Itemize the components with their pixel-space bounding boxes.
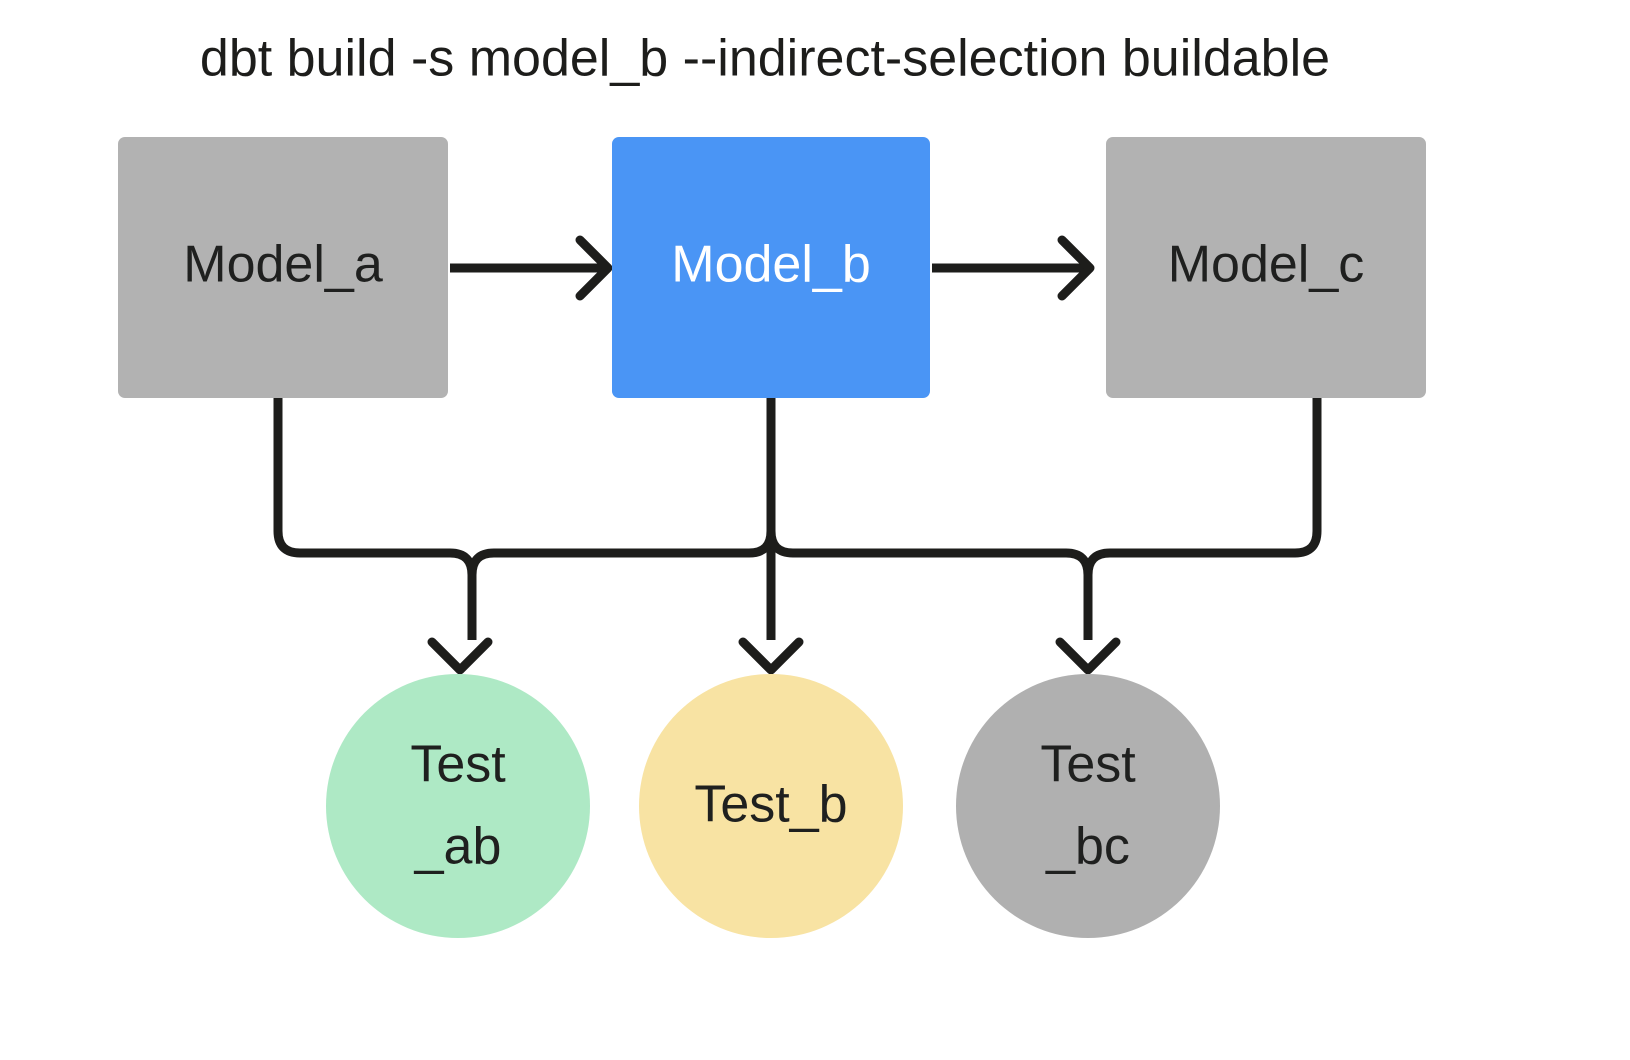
page-title: dbt build -s model_b --indirect-selectio…	[200, 30, 1330, 88]
test-b-circle[interactable]	[639, 674, 903, 938]
model-b-label: Model_b	[671, 236, 870, 294]
test-ab-label-line2: _ab	[414, 818, 502, 876]
node-model-c[interactable]: Model_c	[1106, 137, 1426, 398]
test-ab-label-line1: Test	[410, 736, 506, 794]
test-bc-circle[interactable]	[956, 674, 1220, 938]
edge-model-b-to-test-bc	[766, 530, 1093, 640]
model-c-label: Model_c	[1168, 236, 1365, 294]
model-a-box[interactable]	[118, 137, 448, 398]
test-bc-label-line1: Test	[1040, 736, 1136, 794]
test-b-label: Test_b	[694, 776, 847, 834]
node-test-bc[interactable]: Test _bc	[956, 674, 1220, 938]
edge-model-a-to-test-ab	[273, 398, 477, 640]
model-c-box[interactable]	[1106, 137, 1426, 398]
test-bc-label-line2: _bc	[1045, 818, 1130, 876]
model-b-box[interactable]	[612, 137, 930, 398]
edge-model-b-to-test-ab	[467, 530, 776, 640]
edge-model-b-to-model-c	[932, 235, 1095, 301]
test-ab-circle[interactable]	[326, 674, 590, 938]
node-test-b[interactable]: Test_b	[639, 674, 903, 938]
model-a-label: Model_a	[183, 236, 383, 294]
edge-model-a-to-model-b	[450, 235, 613, 301]
arrowhead-test-bc	[1055, 637, 1121, 675]
arrowhead-test-b	[738, 637, 804, 675]
node-model-b[interactable]: Model_b	[612, 137, 930, 398]
arrowhead-test-ab	[427, 637, 493, 675]
node-model-a[interactable]: Model_a	[118, 137, 448, 398]
node-test-ab[interactable]: Test _ab	[326, 674, 590, 938]
edge-model-c-to-test-bc	[1083, 398, 1322, 640]
